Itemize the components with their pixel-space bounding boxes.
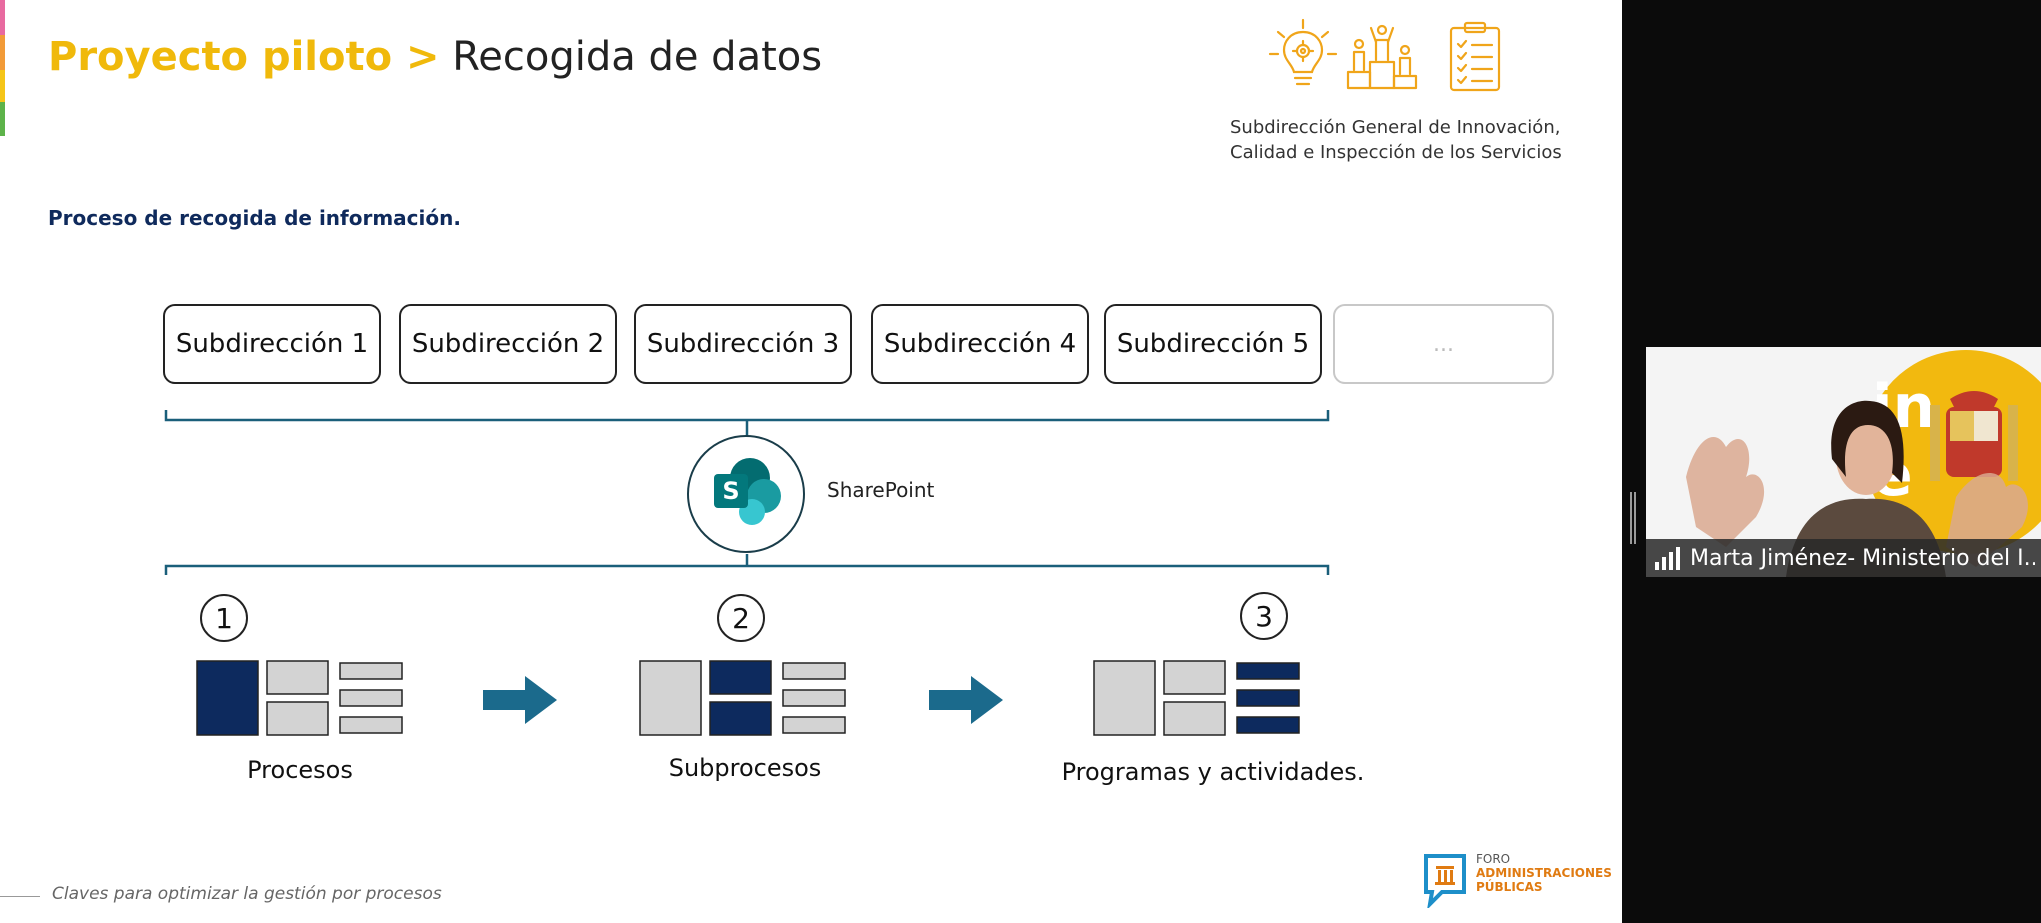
- lightbulb-gear-icon: [1268, 18, 1338, 86]
- forum-logo-line-1: FORO: [1476, 852, 1511, 866]
- participant-name: Marta Jiménez- Ministerio del I...: [1690, 545, 2035, 571]
- step-number-3: 3: [1240, 592, 1288, 640]
- step-label-subprocesos: Subprocesos: [668, 754, 822, 782]
- forum-logo-icon: [1424, 854, 1466, 908]
- sharepoint-icon: S: [714, 458, 781, 525]
- forum-logo-line-2: ADMINISTRACIONES: [1476, 866, 1612, 880]
- subdireccion-box-more: ...: [1333, 304, 1554, 384]
- subdireccion-box-4: Subdirección 4: [871, 304, 1089, 384]
- forum-logo-text: FORO ADMINISTRACIONES PÚBLICAS: [1476, 852, 1612, 894]
- title-highlight: Proyecto piloto >: [48, 34, 440, 80]
- sharepoint-icon-letter: S: [722, 477, 739, 505]
- subdireccion-box-3: Subdirección 3: [634, 304, 852, 384]
- step-label-programas: Programas y actividades.: [1061, 758, 1365, 786]
- accent-bar-orange: [0, 35, 5, 70]
- slide-title: Proyecto piloto > Recogida de datos: [48, 34, 822, 80]
- org-line-1: Subdirección General de Innovación,: [1230, 117, 1561, 138]
- accent-bar-pink: [0, 0, 5, 35]
- footer-line: [0, 896, 40, 897]
- step-number-1: 1: [200, 594, 248, 642]
- forum-logo-line-3: PÚBLICAS: [1476, 880, 1543, 894]
- clipboard-checklist-icon: [1449, 21, 1501, 92]
- participant-video-feed: in e: [1646, 347, 2041, 577]
- step-diagram-programas: [1093, 660, 1300, 736]
- presentation-slide: Proyecto piloto > Recogida de datos: [0, 0, 1622, 923]
- podium-people-icon: [1346, 24, 1418, 90]
- title-rest: Recogida de datos: [452, 34, 823, 80]
- footer-text: Claves para optimizar la gestión por pro…: [52, 884, 442, 904]
- step-diagram-subprocesos: [639, 660, 846, 736]
- accent-bar-yellow: [0, 70, 5, 102]
- participant-name-bar: Marta Jiménez- Ministerio del I...: [1646, 539, 2041, 577]
- subdireccion-box-5: Subdirección 5: [1104, 304, 1322, 384]
- subdireccion-box-1: Subdirección 1: [163, 304, 381, 384]
- sharepoint-circle: S: [687, 435, 805, 553]
- connector-brackets: [164, 410, 1330, 575]
- participant-video-tile[interactable]: in e Marta Jiménez- Ministerio del I...: [1646, 347, 2041, 577]
- step-label-procesos: Procesos: [247, 756, 353, 784]
- signal-bars-icon: [1655, 547, 1680, 570]
- organization-name: Subdirección General de Innovación, Cali…: [1230, 115, 1562, 165]
- section-subtitle: Proceso de recogida de información.: [48, 206, 461, 230]
- step-number-2: 2: [717, 594, 765, 642]
- arrow-right-icon: [929, 676, 1003, 724]
- subdireccion-box-2: Subdirección 2: [399, 304, 617, 384]
- org-line-2: Calidad e Inspección de los Servicios: [1230, 142, 1562, 163]
- step-diagram-procesos: [196, 660, 403, 736]
- accent-bar-green: [0, 102, 5, 136]
- arrow-right-icon: [483, 676, 557, 724]
- sharepoint-label: SharePoint: [827, 478, 935, 502]
- panel-resize-handle[interactable]: [1628, 492, 1638, 544]
